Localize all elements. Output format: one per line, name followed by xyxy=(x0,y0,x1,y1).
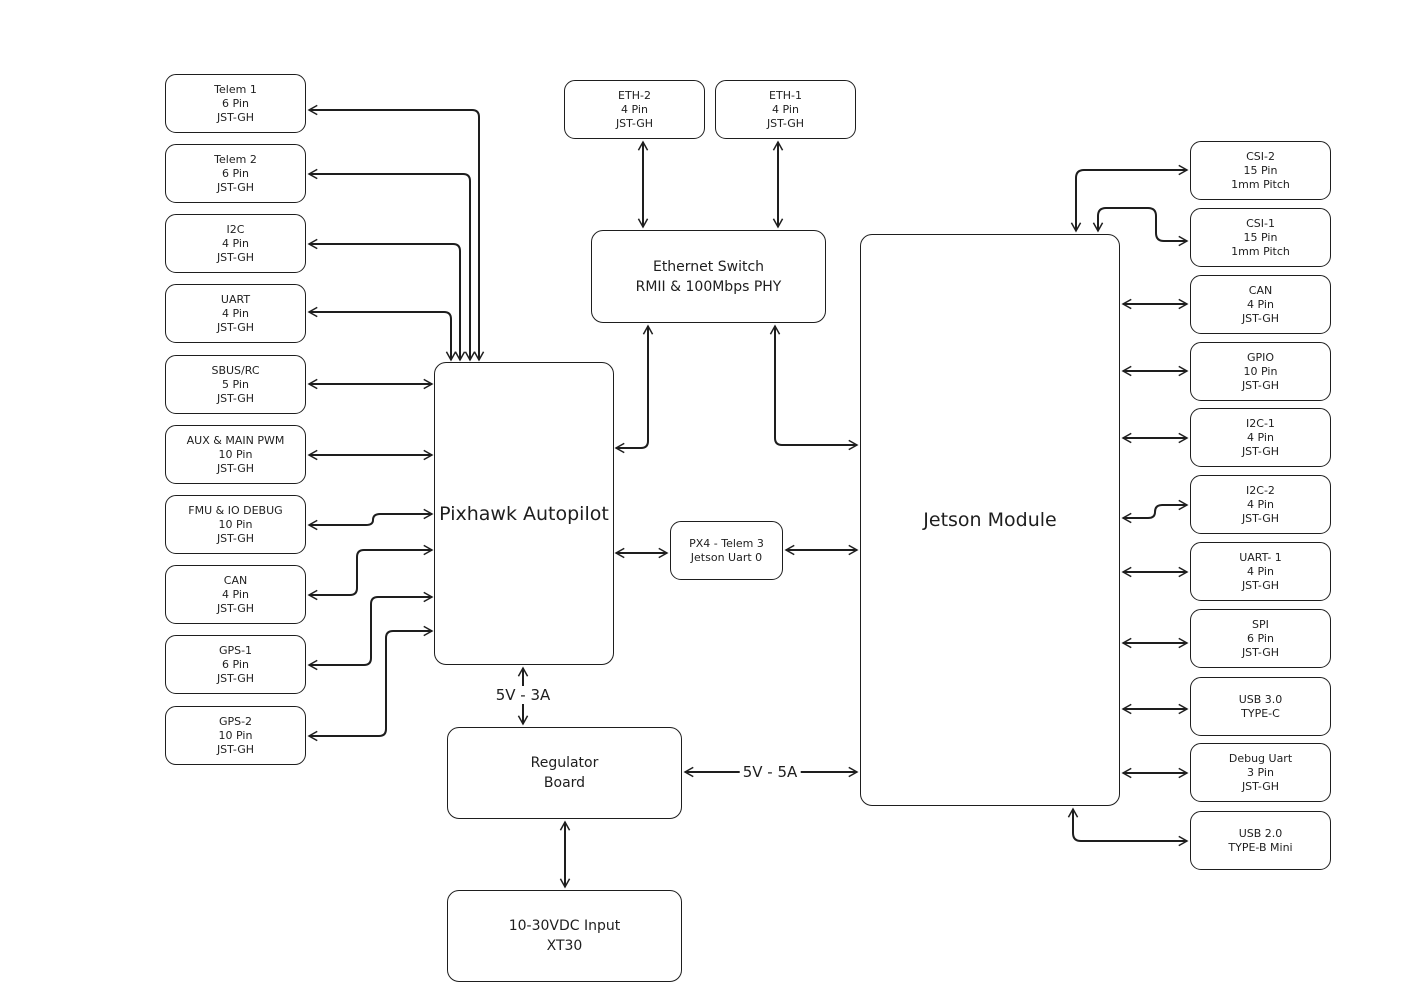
wire-switch-jetson xyxy=(769,324,859,451)
connector-jetson-can: CAN 4 Pin JST-GH xyxy=(1190,275,1331,334)
connector-spi: SPI 6 Pin JST-GH xyxy=(1190,609,1331,668)
connector-csi1: CSI-1 15 Pin 1mm Pitch xyxy=(1190,208,1331,267)
wire-csi1 xyxy=(1092,207,1189,247)
connector-telem1: Telem 1 6 Pin JST-GH xyxy=(165,74,306,133)
connector-gpio: GPIO 10 Pin JST-GH xyxy=(1190,342,1331,401)
connector-sbus: SBUS/RC 5 Pin JST-GH xyxy=(165,355,306,414)
connector-telem2: Telem 2 6 Pin JST-GH xyxy=(165,144,306,203)
connector-gps2: GPS-2 10 Pin JST-GH xyxy=(165,706,306,765)
wire-telem1 xyxy=(307,104,485,362)
connector-eth1: ETH-1 4 Pin JST-GH xyxy=(715,80,856,139)
jetson-module-block: Jetson Module xyxy=(860,234,1120,806)
connector-usb2: USB 2.0 TYPE-B Mini xyxy=(1190,811,1331,870)
connector-i2c: I2C 4 Pin JST-GH xyxy=(165,214,306,273)
wire-switch-pix xyxy=(614,324,654,454)
connector-usb3: USB 3.0 TYPE-C xyxy=(1190,677,1331,736)
wire-usb2 xyxy=(1067,807,1189,847)
connector-can: CAN 4 Pin JST-GH xyxy=(165,565,306,624)
jetson-power-label: 5V - 5A xyxy=(739,763,801,781)
connector-uart1: UART- 1 4 Pin JST-GH xyxy=(1190,542,1331,601)
connector-pwm: AUX & MAIN PWM 10 Pin JST-GH xyxy=(165,425,306,484)
ethernet-switch-block: Ethernet Switch RMII & 100Mbps PHY xyxy=(591,230,826,323)
wire-can xyxy=(307,544,434,601)
connector-eth2: ETH-2 4 Pin JST-GH xyxy=(564,80,705,139)
connector-i2c2: I2C-2 4 Pin JST-GH xyxy=(1190,475,1331,534)
connector-csi2: CSI-2 15 Pin 1mm Pitch xyxy=(1190,141,1331,200)
wire-csi2 xyxy=(1070,164,1189,233)
wire-uart xyxy=(307,306,457,362)
connector-uart: UART 4 Pin JST-GH xyxy=(165,284,306,343)
wire-fmu xyxy=(307,508,434,531)
wire-telem2 xyxy=(307,168,476,362)
telem3-uart-block: PX4 - Telem 3 Jetson Uart 0 xyxy=(670,521,783,580)
connector-debug-uart: Debug Uart 3 Pin JST-GH xyxy=(1190,743,1331,802)
wire-i2c2 xyxy=(1121,499,1189,524)
wire-i2c xyxy=(307,238,466,362)
connector-gps1: GPS-1 6 Pin JST-GH xyxy=(165,635,306,694)
connector-fmu-debug: FMU & IO DEBUG 10 Pin JST-GH xyxy=(165,495,306,554)
pixhawk-power-label: 5V - 3A xyxy=(492,686,554,704)
power-input-block: 10-30VDC Input XT30 xyxy=(447,890,682,982)
wire-gps2 xyxy=(307,625,434,742)
connector-i2c1: I2C-1 4 Pin JST-GH xyxy=(1190,408,1331,467)
regulator-board-block: Regulator Board xyxy=(447,727,682,819)
pixhawk-autopilot-block: Pixhawk Autopilot xyxy=(434,362,614,665)
